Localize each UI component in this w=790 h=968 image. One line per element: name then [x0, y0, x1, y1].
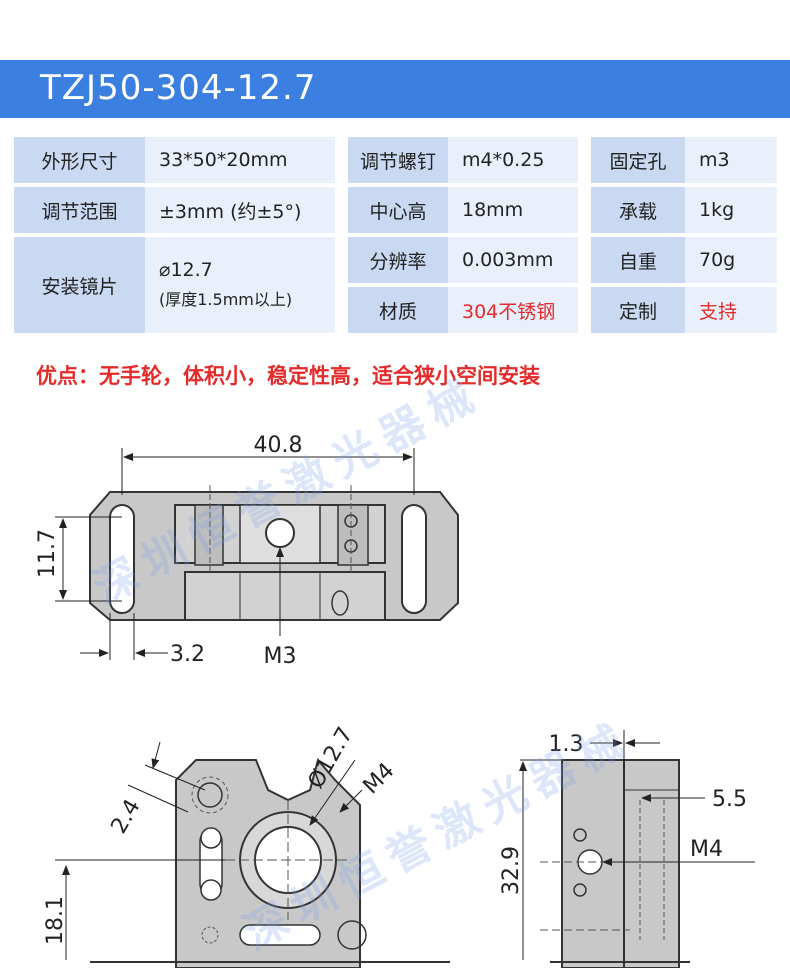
dim-side-height: 32.9 — [499, 846, 524, 895]
dim-slot: 3.2 — [170, 642, 205, 667]
spec-value: 18mm — [448, 187, 578, 233]
mount-slot — [109, 504, 135, 614]
top-view: 40.8 11.7 3.2 M3 — [35, 433, 459, 669]
dim-thickness: 1.3 — [549, 732, 584, 757]
spec-value: 33*50*20mm — [145, 137, 335, 183]
spec-label: 定制 — [591, 287, 685, 333]
lens-diameter: ⌀12.7 — [159, 259, 213, 281]
dim-hole-offset: 2.4 — [107, 795, 146, 838]
spec-value: 304不锈钢 — [448, 287, 578, 333]
spec-label: 材质 — [348, 287, 448, 333]
dim-side-offset: 5.5 — [712, 787, 747, 812]
spec-label: 固定孔 — [591, 137, 685, 183]
spec-label: 自重 — [591, 237, 685, 283]
spec-label: 承载 — [591, 187, 685, 233]
spec-value: m3 — [685, 137, 777, 183]
spec-value: 0.003mm — [448, 237, 578, 283]
dim-center-height: 18.1 — [43, 896, 68, 945]
spec-label: 调节范围 — [14, 187, 145, 233]
spec-label: 外形尺寸 — [14, 137, 145, 183]
spec-value: 1kg — [685, 187, 777, 233]
spec-label: 分辨率 — [348, 237, 448, 283]
spec-value: ⌀12.7 (厚度1.5mm以上) — [145, 237, 335, 333]
spec-label: 调节螺钉 — [348, 137, 448, 183]
spec-label: 中心高 — [348, 187, 448, 233]
dim-top-width: 40.8 — [254, 433, 303, 458]
advantages-note: 优点：无手轮，体积小，稳定性高，适合狭小空间安装 — [36, 364, 540, 388]
lens-thickness: (厚度1.5mm以上) — [159, 290, 293, 309]
dim-top-height: 11.7 — [35, 529, 60, 578]
spec-value: 70g — [685, 237, 777, 283]
spec-value: m4*0.25 — [448, 137, 578, 183]
dim-side-screw: M4 — [690, 837, 723, 862]
title-banner: TZJ50-304-12.7 — [0, 60, 790, 118]
spec-label: 安装镜片 — [14, 237, 145, 333]
product-title: TZJ50-304-12.7 — [40, 68, 317, 108]
mount-slot — [401, 504, 427, 614]
spec-value: 支持 — [685, 287, 777, 333]
dim-screw-m3: M3 — [264, 644, 297, 669]
side-view: 1.3 5.5 M4 32.9 — [499, 730, 755, 968]
dim-adj-screw: M4 — [359, 758, 400, 799]
dim-bore: Ø12.7 — [304, 723, 359, 793]
spec-value: ±3mm (约±5°) — [145, 187, 335, 233]
